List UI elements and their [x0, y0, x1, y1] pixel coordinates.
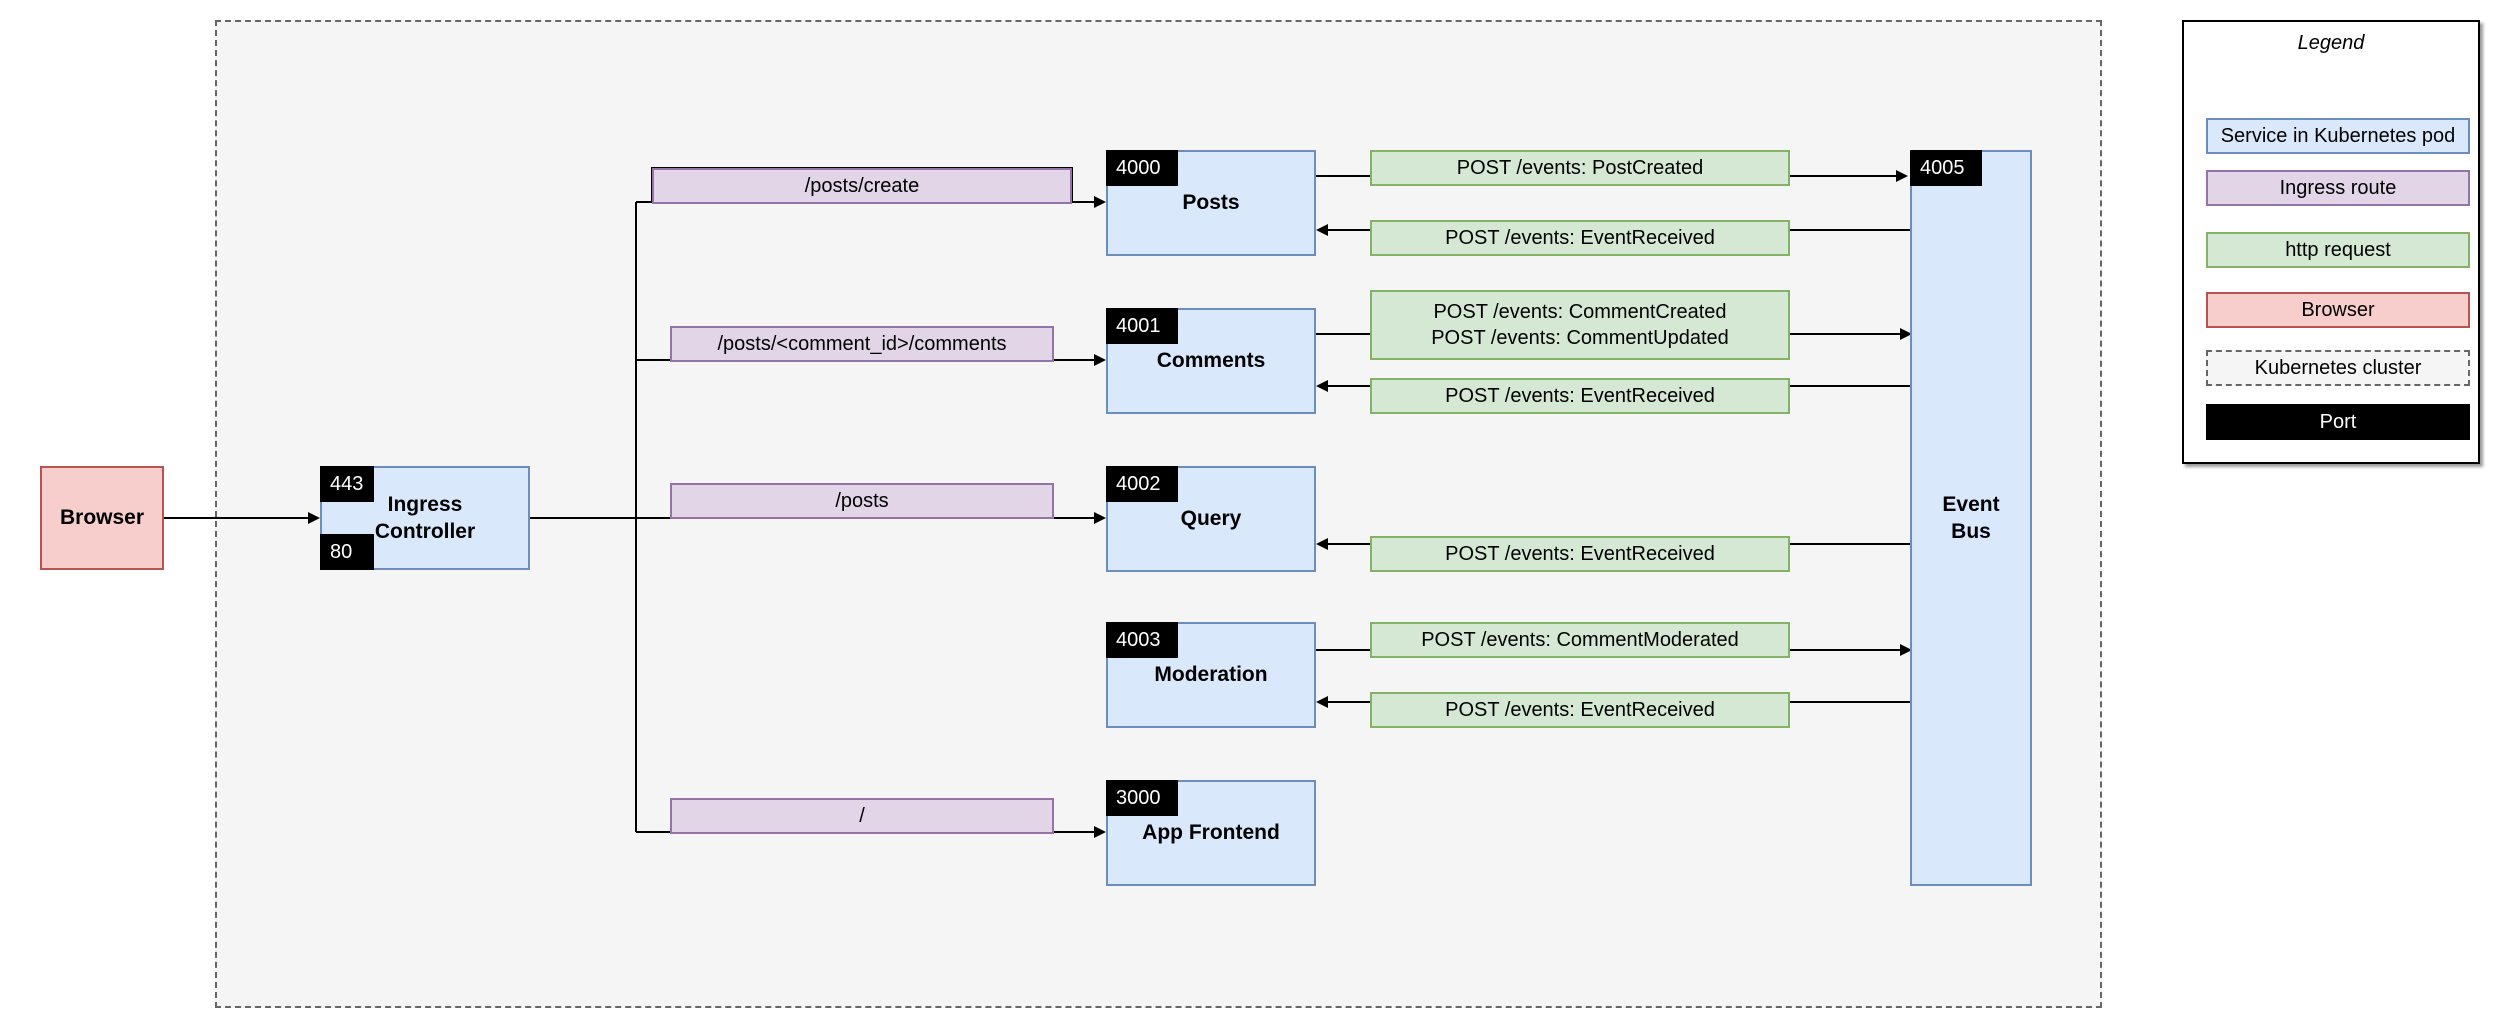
frontend-service-label: App Frontend: [1142, 821, 1280, 845]
event-bus-label-line2: Bus: [1951, 520, 1991, 543]
moderation-service-label: Moderation: [1154, 663, 1268, 687]
legend-ingress-route: Ingress route: [2206, 170, 2470, 206]
event-bus-port: 4005: [1910, 150, 1982, 186]
route-comments: /posts/<comment_id>/comments: [670, 326, 1054, 362]
posts-service-label: Posts: [1182, 191, 1240, 215]
ingress-port-443: 443: [320, 466, 374, 502]
request-comments-event-received: POST /events: EventReceived: [1370, 378, 1790, 414]
browser-node: Browser: [40, 466, 164, 570]
ingress-port-80: 80: [320, 534, 374, 570]
request-comment-created: POST /events: CommentCreated: [1433, 301, 1727, 323]
frontend-port: 3000: [1106, 780, 1178, 816]
ingress-label: Ingress Controller: [375, 491, 475, 546]
legend-title: Legend: [2297, 32, 2365, 54]
query-port: 4002: [1106, 466, 1178, 502]
legend-service: Service in Kubernetes pod: [2206, 118, 2470, 154]
route-posts: /posts: [670, 483, 1054, 519]
legend-port: Port: [2206, 404, 2470, 440]
request-post-created: POST /events: PostCreated: [1370, 150, 1790, 186]
browser-label: Browser: [59, 506, 145, 530]
moderation-port: 4003: [1106, 622, 1178, 658]
comments-port: 4001: [1106, 308, 1178, 344]
request-query-event-received: POST /events: EventReceived: [1370, 536, 1790, 572]
event-bus-label: Event Bus: [1942, 491, 1999, 546]
frontend-service: App Frontend: [1106, 780, 1316, 886]
legend-http-request: http request: [2206, 232, 2470, 268]
comments-service-label: Comments: [1156, 349, 1266, 373]
request-moderation-event-received: POST /events: EventReceived: [1370, 692, 1790, 728]
ingress-label-line1: Ingress: [387, 492, 463, 516]
ingress-label-line2: Controller: [374, 520, 476, 543]
route-posts-create: /posts/create: [652, 168, 1072, 204]
route-root: /: [670, 798, 1054, 834]
legend-cluster: Kubernetes cluster: [2206, 350, 2470, 386]
event-bus-label-line1: Event: [1942, 492, 2000, 516]
request-comment-moderated: POST /events: CommentModerated: [1370, 622, 1790, 658]
moderation-service: Moderation: [1106, 622, 1316, 728]
ingress-controller-node: Ingress Controller: [320, 466, 530, 570]
request-posts-event-received: POST /events: EventReceived: [1370, 220, 1790, 256]
event-bus-service: Event Bus: [1910, 150, 2032, 886]
posts-port: 4000: [1106, 150, 1178, 186]
query-service-label: Query: [1180, 507, 1242, 531]
request-comment-events: POST /events: CommentCreated POST /event…: [1370, 290, 1790, 360]
legend-browser: Browser: [2206, 292, 2470, 328]
request-comment-updated: POST /events: CommentUpdated: [1431, 327, 1729, 349]
